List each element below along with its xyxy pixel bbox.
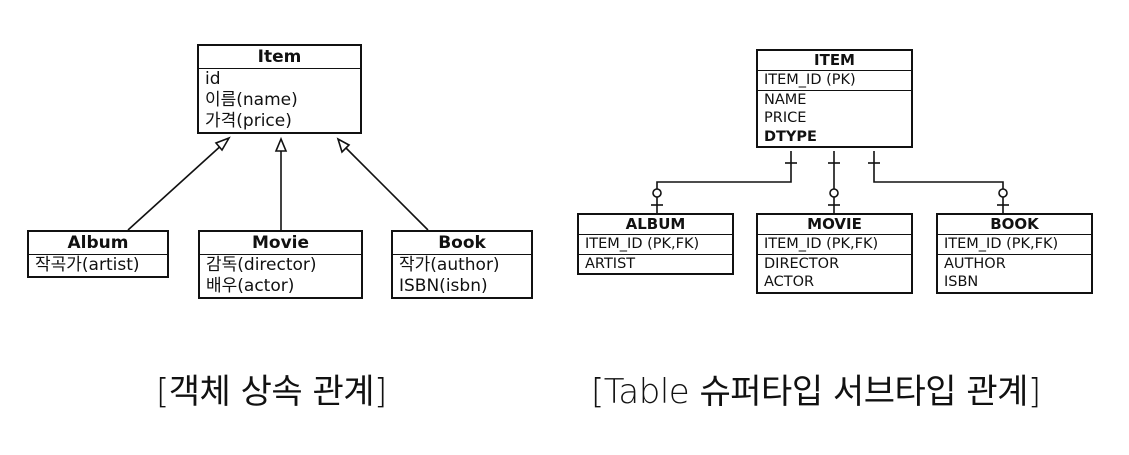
item-column-price: PRICE: [764, 110, 807, 126]
item-class-fields: id 이름(name) 가격(price): [199, 69, 360, 132]
album-table-columns: ARTIST: [579, 255, 732, 274]
book-class-title: Book: [393, 232, 531, 255]
item-table-key-section: ITEM_ID (PK): [758, 71, 911, 91]
movie-table-box: MOVIE ITEM_ID (PK,FK) DIRECTOR ACTOR: [756, 213, 913, 294]
movie-column-actor: ACTOR: [764, 274, 815, 290]
item-column-dtype: DTYPE: [764, 128, 817, 145]
album-relation-line: [656, 151, 792, 213]
movie-table-title: MOVIE: [758, 215, 911, 235]
album-class-box: Album 작곡가(artist): [27, 230, 169, 278]
book-relation-line: [873, 151, 1004, 213]
album-class-fields: 작곡가(artist): [29, 255, 167, 276]
item-field-price: 가격(price): [205, 111, 292, 131]
book-class-box: Book 작가(author) ISBN(isbn): [391, 230, 533, 299]
item-table-columns: NAME PRICE DTYPE: [758, 91, 911, 147]
book-column-isbn: ISBN: [944, 274, 979, 290]
album-table-box: ALBUM ITEM_ID (PK,FK) ARTIST: [577, 213, 734, 275]
book-inherit-arrowhead: [336, 137, 351, 154]
item-table-key: ITEM_ID (PK): [764, 72, 856, 88]
movie-field-director: 감독(director): [206, 255, 317, 275]
movie-class-fields: 감독(director) 배우(actor): [200, 255, 361, 297]
item-table-box: ITEM ITEM_ID (PK) NAME PRICE DTYPE: [756, 49, 913, 148]
book-field-isbn: ISBN(isbn): [399, 276, 488, 296]
item-class-box: Item id 이름(name) 가격(price): [197, 44, 362, 134]
movie-table-key: ITEM_ID (PK,FK): [764, 236, 879, 252]
object-model-caption: [객체 상속 관계]: [156, 372, 387, 412]
movie-table-columns: DIRECTOR ACTOR: [758, 255, 911, 292]
book-field-author: 작가(author): [399, 255, 500, 275]
book-table-columns: AUTHOR ISBN: [938, 255, 1091, 292]
album-inherit-line: [127, 142, 225, 231]
book-table-title: BOOK: [938, 215, 1091, 235]
item-class-title: Item: [199, 46, 360, 69]
movie-class-title: Movie: [200, 232, 361, 255]
book-table-box: BOOK ITEM_ID (PK,FK) AUTHOR ISBN: [936, 213, 1093, 294]
album-inherit-arrowhead: [214, 136, 231, 152]
book-class-fields: 작가(author) ISBN(isbn): [393, 255, 531, 297]
book-table-key: ITEM_ID (PK,FK): [944, 236, 1059, 252]
album-column-artist: ARTIST: [585, 255, 636, 272]
album-field-artist: 작곡가(artist): [35, 255, 140, 275]
book-inherit-line: [343, 145, 429, 231]
item-field-id: id: [205, 69, 221, 89]
album-table-title: ALBUM: [579, 215, 732, 235]
album-table-key: ITEM_ID (PK,FK): [585, 236, 700, 252]
movie-table-key-section: ITEM_ID (PK,FK): [758, 235, 911, 255]
book-table-key-section: ITEM_ID (PK,FK): [938, 235, 1091, 255]
item-table-title: ITEM: [758, 51, 911, 71]
book-column-author: AUTHOR: [944, 255, 1006, 272]
album-table-key-section: ITEM_ID (PK,FK): [579, 235, 732, 255]
movie-relation-optional-mark: [829, 188, 839, 198]
item-field-name: 이름(name): [205, 90, 298, 110]
movie-column-director: DIRECTOR: [764, 255, 840, 272]
item-column-name: NAME: [764, 91, 807, 108]
movie-class-box: Movie 감독(director) 배우(actor): [198, 230, 363, 299]
table-model-caption: [Table 슈퍼타입 서브타입 관계]: [591, 372, 1041, 412]
book-relation-optional-mark: [998, 188, 1008, 198]
album-class-title: Album: [29, 232, 167, 255]
movie-field-actor: 배우(actor): [206, 276, 295, 296]
movie-inherit-arrowhead: [274, 136, 288, 152]
album-relation-optional-mark: [652, 188, 662, 198]
